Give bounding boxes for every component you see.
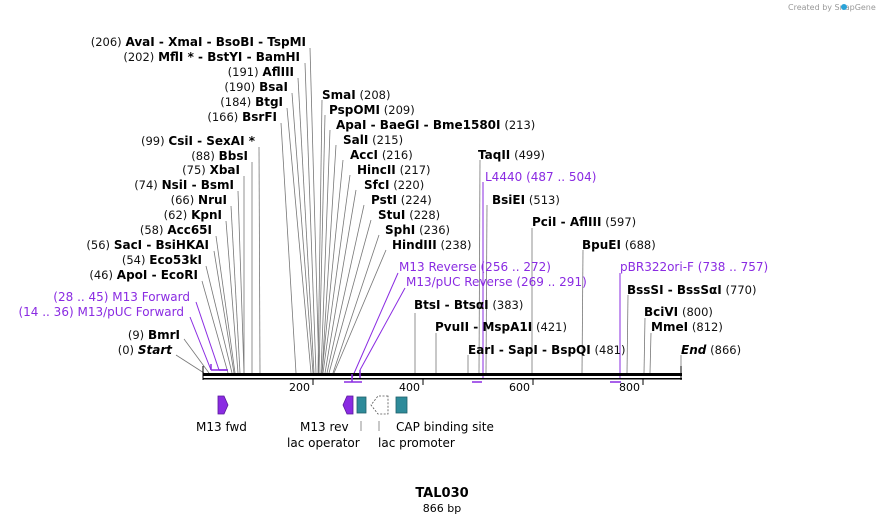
primer-m13-forward[interactable]: (28 .. 45) M13 Forward (53, 290, 190, 304)
primer-m13-puc-forward[interactable]: (14 .. 36) M13/pUC Forward (18, 305, 184, 319)
primer-pbr322ori-f[interactable]: pBR322ori-F (738 .. 757) (620, 260, 768, 274)
site-label-812[interactable]: MmeI (812) (651, 320, 723, 334)
end-label: End (866) (681, 343, 741, 357)
site-label-770[interactable]: BssSI - BssSαI (770) (627, 283, 756, 297)
site-label-9[interactable]: (9) BmrI (128, 328, 180, 342)
middle-site-labels: SmaI (208) PspOMI (209) ApaI - BaeGI - B… (322, 88, 535, 252)
site-label-238[interactable]: HindIII (238) (392, 238, 471, 252)
site-label-191[interactable]: (191) AflIII (228, 65, 294, 79)
snapgene-logo-icon (841, 4, 847, 10)
feature-label-m13-rev: M13 rev (300, 420, 349, 434)
site-label-58[interactable]: (58) Acc65I (140, 223, 212, 237)
site-label-800[interactable]: BciVI (800) (644, 305, 713, 319)
feature-label-lac-promoter: lac promoter (378, 436, 455, 450)
site-label-54[interactable]: (54) Eco53kI (122, 253, 202, 267)
start-label: (0) Start (118, 343, 174, 357)
site-label-56[interactable]: (56) SacI - BsiHKAI (86, 238, 209, 252)
construct-length: 866 bp (423, 502, 461, 515)
primer-leader-lines (189, 182, 621, 379)
site-label-99[interactable]: (99) CsiI - SexAI * (141, 134, 256, 148)
middle-primer-labels: M13 Reverse (256 .. 272) M13/pUC Reverse… (399, 260, 587, 289)
site-label-499[interactable]: TaqII (499) (478, 148, 545, 162)
site-label-190[interactable]: (190) BsaI (224, 80, 288, 94)
feature-labels: M13 fwd M13 rev lac operator lac promote… (196, 420, 494, 450)
feature-label-lac-operator: lac operator (287, 436, 360, 450)
primer-m13-reverse[interactable]: M13 Reverse (256 .. 272) (399, 260, 551, 274)
site-label-481[interactable]: EarI - SapI - BspQI (481) (468, 343, 625, 357)
site-label-421[interactable]: PvuII - MspA1I (421) (435, 320, 567, 334)
site-label-88[interactable]: (88) BbsI (191, 149, 248, 163)
tick-label: 800 (619, 381, 640, 394)
left-leader-lines (175, 47, 320, 374)
lac-operator-box-icon[interactable] (356, 396, 367, 414)
site-label-46[interactable]: (46) ApoI - EcoRI (89, 268, 198, 282)
site-label-383[interactable]: BtsI - BtsαI (383) (414, 298, 523, 312)
primer-binding-marks (210, 364, 621, 383)
feature-glyphs (217, 395, 408, 431)
site-label-224[interactable]: PstI (224) (371, 193, 432, 207)
site-label-236[interactable]: SphI (236) (385, 223, 450, 237)
primer-l4440[interactable]: L4440 (487 .. 504) (485, 170, 597, 184)
primer-m13-puc-reverse[interactable]: M13/pUC Reverse (269 .. 291) (406, 275, 587, 289)
site-label-184[interactable]: (184) BtgI (220, 95, 283, 109)
site-label-216[interactable]: AccI (216) (350, 148, 413, 162)
tick-label: 200 (289, 381, 310, 394)
cap-binding-site-box-icon[interactable] (395, 396, 408, 414)
site-label-202[interactable]: (202) MflI * - BstYI - BamHI (123, 50, 300, 64)
site-label-208[interactable]: SmaI (208) (322, 88, 390, 102)
right-leader-lines (414, 159, 682, 374)
site-label-597[interactable]: PciI - AflIII (597) (532, 215, 636, 229)
construct-name: TAL030 (415, 486, 468, 501)
site-label-228[interactable]: StuI (228) (378, 208, 440, 222)
feature-label-m13-fwd: M13 fwd (196, 420, 247, 434)
site-label-166[interactable]: (166) BsrFI (207, 110, 277, 124)
site-label-66[interactable]: (66) NruI (171, 193, 227, 207)
site-label-75[interactable]: (75) XbaI (182, 163, 240, 177)
site-label-688[interactable]: BpuEI (688) (582, 238, 656, 252)
right-site-labels: TaqII (499) L4440 (487 .. 504) BsiEI (51… (414, 148, 768, 357)
site-label-220[interactable]: SfcI (220) (364, 178, 424, 192)
m13-rev-arrow-icon[interactable] (342, 395, 354, 415)
site-label-215[interactable]: SalI (215) (343, 133, 403, 147)
site-label-206[interactable]: (206) AvaI - XmaI - BsoBI - TspMI (91, 35, 306, 49)
site-label-513[interactable]: BsiEI (513) (492, 193, 560, 207)
left-primer-labels: (28 .. 45) M13 Forward (14 .. 36) M13/pU… (18, 290, 190, 319)
watermark-text: Created by SnapGene (788, 3, 876, 12)
position-ticks: 200 400 600 800 (289, 379, 644, 394)
tick-label: 400 (399, 381, 420, 394)
site-label-209[interactable]: PspOMI (209) (329, 103, 415, 117)
site-label-74[interactable]: (74) NsiI - BsmI (134, 178, 234, 192)
lac-promoter-arrow-icon[interactable] (370, 395, 389, 415)
left-site-labels: (206) AvaI - XmaI - BsoBI - TspMI (202) … (86, 35, 306, 357)
m13-fwd-arrow-icon[interactable] (217, 395, 229, 415)
sequence-backbone (202, 366, 682, 380)
site-label-213[interactable]: ApaI - BaeGI - Bme1580I (213) (336, 118, 535, 132)
feature-label-cap-binding-site: CAP binding site (396, 420, 494, 434)
site-label-62[interactable]: (62) KpnI (164, 208, 222, 222)
site-label-217[interactable]: HincII (217) (357, 163, 431, 177)
middle-leader-lines (317, 99, 387, 374)
tick-label: 600 (509, 381, 530, 394)
